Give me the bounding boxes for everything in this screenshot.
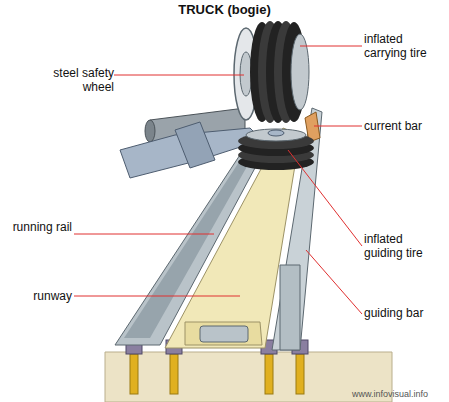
diagram-title: TRUCK (bogie) [0, 2, 449, 18]
leader-lines [74, 46, 362, 314]
part-label: inflated carrying tire [364, 32, 448, 60]
part-label: inflated guiding tire [364, 232, 444, 260]
part-label: current bar [364, 119, 448, 133]
bracket [175, 122, 215, 168]
part-label: runway [10, 289, 72, 303]
runway-end [185, 322, 262, 345]
guiding-bar-support [280, 265, 300, 350]
part-label: guiding bar [364, 306, 448, 320]
watermark: www.infovisual.info [352, 389, 448, 400]
concrete-base [105, 352, 392, 402]
carrying-tire [250, 21, 309, 123]
guiding-tire [238, 129, 314, 170]
part-label: steel safety wheel [30, 66, 114, 94]
part-label: running rail [10, 220, 72, 234]
splice-plate [200, 326, 248, 342]
